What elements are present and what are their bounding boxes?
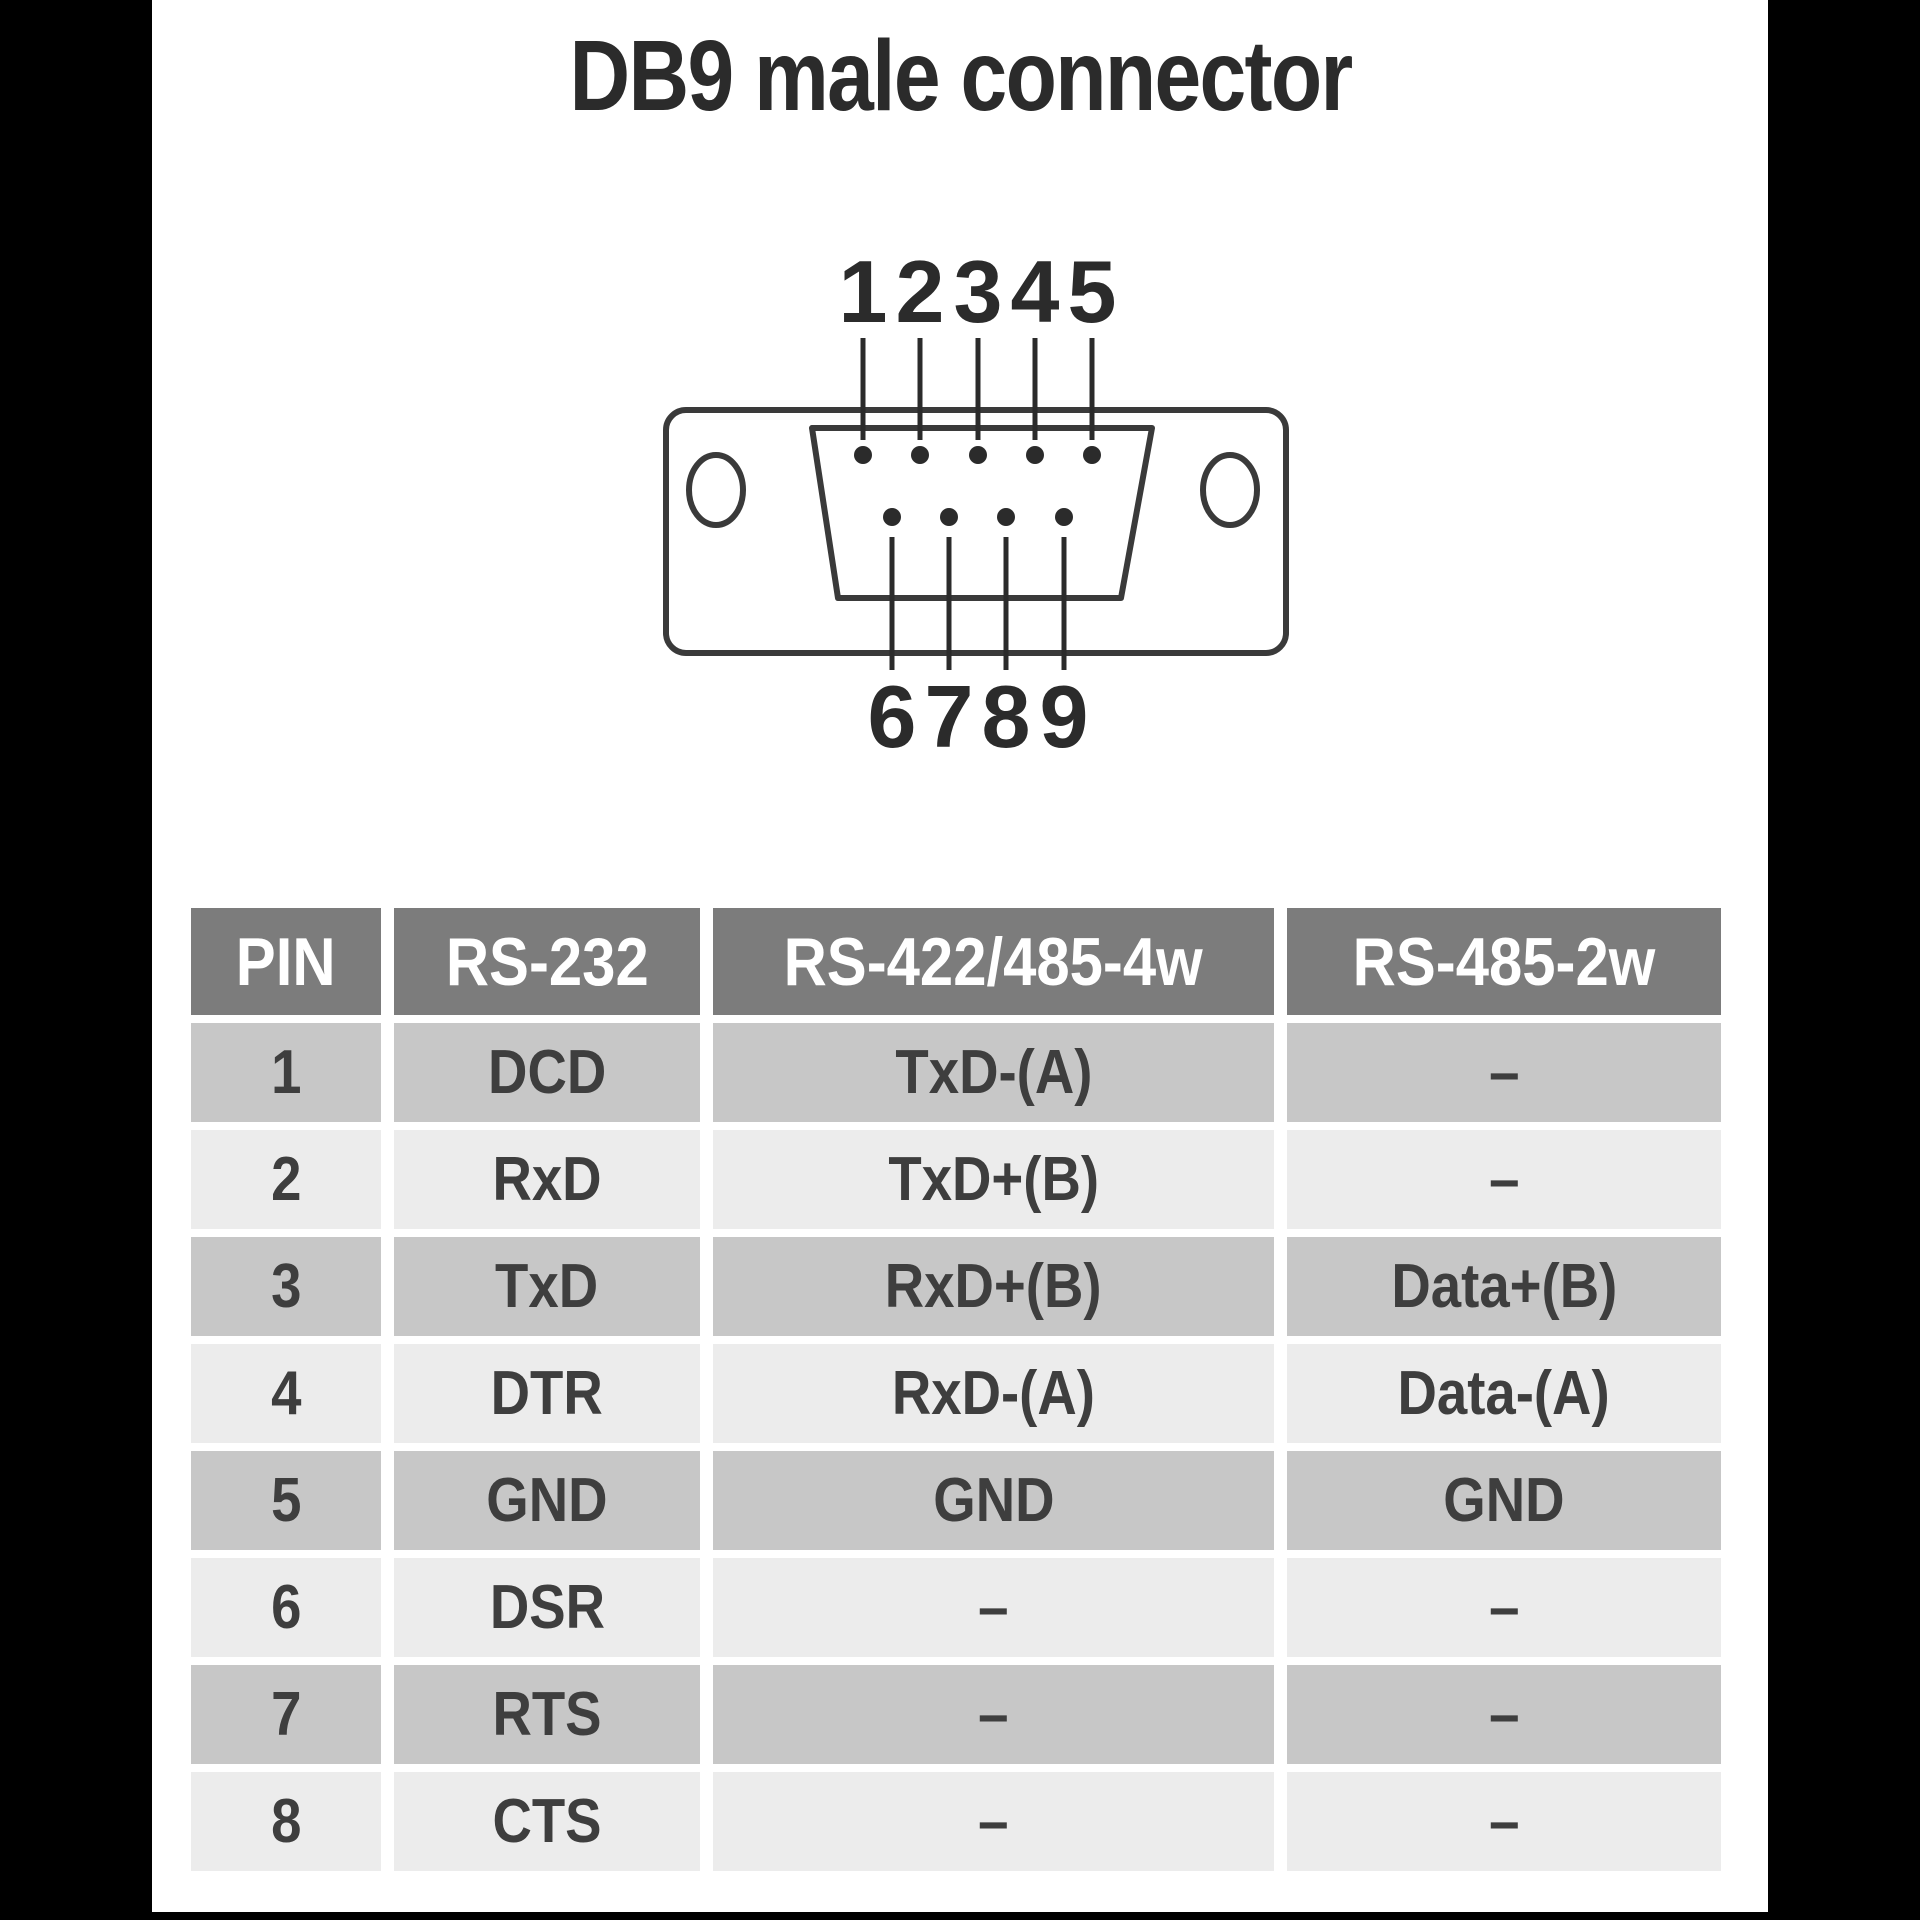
table-cell-value: DCD: [487, 1038, 607, 1107]
table-cell-value: 8: [270, 1787, 302, 1856]
table-cell-value: Data-(A): [1397, 1359, 1611, 1428]
bottom-pin-dots: [883, 508, 1073, 526]
table-cell: DCD: [394, 1023, 700, 1122]
pin-label-7: 7: [925, 667, 974, 766]
table-cell-value: –: [1488, 1038, 1520, 1107]
table-cell-value: 7: [270, 1680, 302, 1749]
table-cell-value: RxD: [492, 1145, 602, 1214]
pin-label-3: 3: [954, 242, 1003, 341]
table-header-label: RS-422/485-4w: [783, 923, 1204, 1000]
table-cell-value: DTR: [490, 1359, 604, 1428]
mounting-hole-right: [1200, 452, 1260, 528]
table-cell-value: Data+(B): [1391, 1252, 1617, 1321]
top-pin-leader-lines: [860, 338, 1095, 440]
table-header-label: PIN: [236, 923, 336, 1000]
table-header-cell: RS-422/485-4w: [713, 908, 1274, 1015]
bottom-edge-bar: [0, 1912, 1920, 1920]
table-cell-value: GND: [1443, 1466, 1565, 1535]
table-cell: TxD+(B): [713, 1130, 1274, 1229]
table-cell-value: 5: [270, 1466, 302, 1535]
table-cell-value: DSR: [489, 1573, 605, 1642]
page-title: DB9 male connector: [152, 26, 1768, 126]
table-cell: 6: [191, 1558, 381, 1657]
pin-label-6: 6: [868, 667, 917, 766]
table-cell-value: –: [1488, 1680, 1520, 1749]
table-cell-value: 6: [270, 1573, 302, 1642]
table-cell-value: RxD-(A): [891, 1359, 1096, 1428]
table-cell-value: –: [978, 1680, 1009, 1749]
table-cell: RxD+(B): [713, 1237, 1274, 1336]
table-cell-value: 2: [270, 1145, 302, 1214]
table-cell: CTS: [394, 1772, 700, 1871]
bottom-pin-leader-lines: [889, 537, 1067, 670]
table-cell-value: –: [1488, 1145, 1520, 1214]
table-cell: –: [713, 1558, 1274, 1657]
table-cell: RxD: [394, 1130, 700, 1229]
table-cell: –: [1287, 1665, 1721, 1764]
table-cell: GND: [1287, 1451, 1721, 1550]
table-cell-value: TxD+(B): [888, 1145, 1099, 1214]
table-cell-value: GND: [486, 1466, 608, 1535]
table-cell: DSR: [394, 1558, 700, 1657]
pinout-table: PIN RS-232 RS-422/485-4w RS-485-2w 1 DCD TxD-(…: [191, 908, 1721, 1871]
table-cell: RTS: [394, 1665, 700, 1764]
pin-label-9: 9: [1040, 667, 1089, 766]
mounting-hole-left: [686, 452, 746, 528]
table-cell: –: [1287, 1130, 1721, 1229]
table-cell-value: 1: [270, 1038, 302, 1107]
table-cell: –: [1287, 1023, 1721, 1122]
table-cell-value: GND: [932, 1466, 1055, 1535]
table-cell: –: [1287, 1772, 1721, 1871]
top-pin-dots: [854, 446, 1101, 464]
table-cell: Data-(A): [1287, 1344, 1721, 1443]
table-header-cell: RS-232: [394, 908, 700, 1015]
table-cell-value: TxD: [495, 1252, 599, 1321]
table-cell-value: 3: [270, 1252, 302, 1321]
pin-label-4: 4: [1011, 242, 1060, 341]
table-cell: RxD-(A): [713, 1344, 1274, 1443]
table-cell: 3: [191, 1237, 381, 1336]
table-cell: Data+(B): [1287, 1237, 1721, 1336]
pin-label-2: 2: [896, 242, 945, 341]
table-cell-value: CTS: [492, 1787, 602, 1856]
table-cell-value: –: [978, 1573, 1009, 1642]
table-header-label: RS-485-2w: [1352, 923, 1656, 1000]
table-cell-value: RxD+(B): [885, 1252, 1102, 1321]
dsub-shield-outline: [809, 425, 1155, 601]
table-cell: –: [1287, 1558, 1721, 1657]
table-cell: 4: [191, 1344, 381, 1443]
table-cell: 5: [191, 1451, 381, 1550]
table-cell-value: –: [1488, 1787, 1520, 1856]
table-cell-value: –: [978, 1787, 1009, 1856]
page-content: DB9 male connector: [152, 0, 1768, 1912]
page-title-text: DB9 male connector: [568, 20, 1353, 132]
table-cell-value: TxD-(A): [895, 1038, 1092, 1107]
table-cell: 2: [191, 1130, 381, 1229]
table-cell: TxD-(A): [713, 1023, 1274, 1122]
table-cell: GND: [713, 1451, 1274, 1550]
table-cell: –: [713, 1772, 1274, 1871]
table-cell: TxD: [394, 1237, 700, 1336]
table-header-label: RS-232: [445, 923, 649, 1000]
table-cell: DTR: [394, 1344, 700, 1443]
table-header-cell: PIN: [191, 908, 381, 1015]
table-cell: –: [713, 1665, 1274, 1764]
table-cell: 8: [191, 1772, 381, 1871]
table-cell-value: 4: [270, 1359, 302, 1428]
table-cell: 1: [191, 1023, 381, 1122]
table-cell-value: –: [1488, 1573, 1520, 1642]
db9-connector-diagram: 1 2 3 4 5 6 7 8 9: [663, 242, 1289, 766]
pin-label-1: 1: [839, 242, 888, 341]
table-cell: GND: [394, 1451, 700, 1550]
table-cell-value: RTS: [492, 1680, 602, 1749]
table-header-cell: RS-485-2w: [1287, 908, 1721, 1015]
table-cell: 7: [191, 1665, 381, 1764]
pin-label-5: 5: [1068, 242, 1117, 341]
pin-label-8: 8: [982, 667, 1031, 766]
